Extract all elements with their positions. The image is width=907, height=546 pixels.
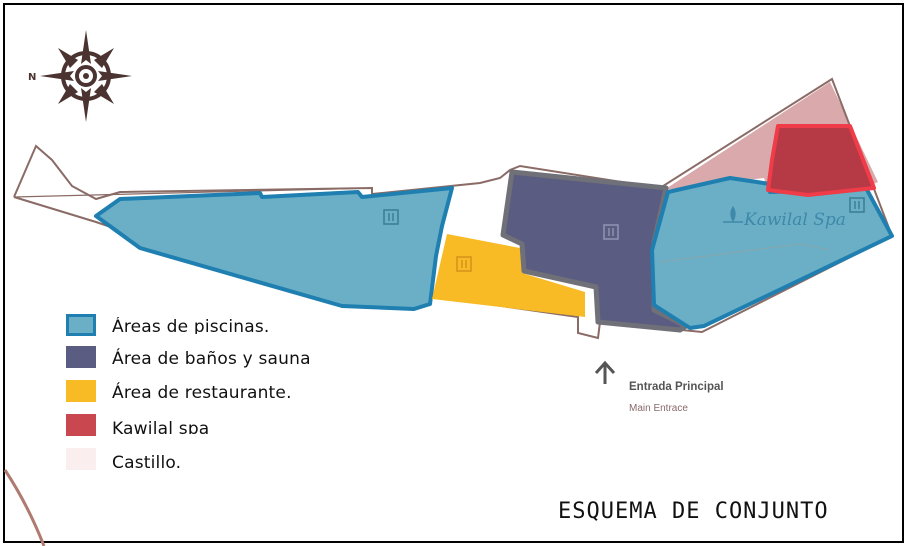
restroom-icon-pool-right xyxy=(849,197,865,213)
site-outline xyxy=(13,77,894,340)
legend-swatch-castle xyxy=(66,448,96,470)
spa-map-label: Kawilal Spa xyxy=(744,210,846,230)
scheme-title: ESQUEMA DE CONJUNTO xyxy=(558,499,829,524)
map-frame xyxy=(3,3,904,543)
pool-area-right xyxy=(650,176,894,330)
entrance-arrow-icon xyxy=(594,360,616,384)
legend-label-restaurant: Área de restaurante. xyxy=(112,383,292,403)
legend-swatch-baths xyxy=(66,346,96,368)
restaurant-area xyxy=(432,234,585,317)
legend-swatch-spa xyxy=(66,414,96,436)
decorative-arc xyxy=(3,469,46,546)
legend-label-pools: Áreas de piscinas. xyxy=(112,317,270,334)
entrance-sublabel: Main Entrace xyxy=(629,403,688,414)
legend-label-castle: Castillo. xyxy=(112,453,182,473)
restroom-icon-restaurant xyxy=(456,256,472,272)
internal-path xyxy=(659,243,831,263)
legend-label-spa: Kawilal spa xyxy=(112,419,210,434)
legend-swatch-pools xyxy=(66,314,96,336)
compass-north-label: N xyxy=(28,72,36,83)
site-outline-inner xyxy=(13,187,373,198)
restroom-icon-baths xyxy=(603,224,619,240)
spa-leaf-icon xyxy=(723,206,743,223)
entrance-label: Entrada Principal xyxy=(629,381,724,393)
legend-label-baths: Área de baños y sauna xyxy=(112,349,311,369)
compass-icon xyxy=(40,30,132,122)
legend-swatch-restaurant xyxy=(66,380,96,402)
kawilal-spa-area xyxy=(766,124,876,197)
pool-area-left xyxy=(94,186,454,311)
restroom-icon-pool-left xyxy=(383,209,399,225)
